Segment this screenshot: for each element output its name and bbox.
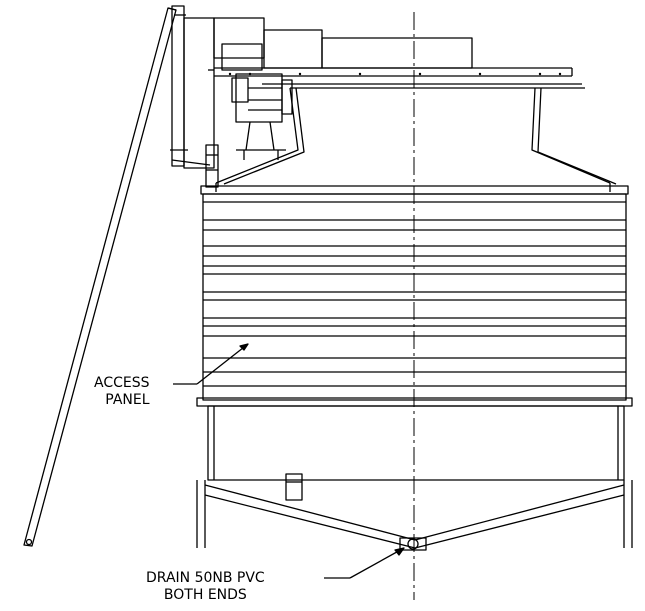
access-panel-line2: PANEL bbox=[105, 392, 150, 408]
drain-leader bbox=[324, 547, 405, 579]
drain-fitting bbox=[399, 537, 427, 551]
top-deck-beam bbox=[214, 67, 585, 89]
drain-label: DRAIN 50NB PVC BOTH ENDS bbox=[146, 570, 265, 604]
fan-stack-shroud bbox=[215, 87, 617, 192]
motor-bracket-frame bbox=[171, 5, 219, 188]
access-panel-label: ACCESS PANEL bbox=[94, 375, 150, 409]
access-ladder bbox=[23, 7, 188, 547]
support-legs bbox=[196, 480, 633, 549]
access-panel-leader bbox=[173, 343, 249, 385]
drain-line1: DRAIN 50NB PVC bbox=[146, 570, 265, 586]
bolt-details bbox=[228, 72, 562, 76]
fan-motor-assembly bbox=[213, 17, 473, 160]
access-panel-line1: ACCESS bbox=[94, 375, 150, 391]
drain-line2: BOTH ENDS bbox=[163, 587, 247, 603]
